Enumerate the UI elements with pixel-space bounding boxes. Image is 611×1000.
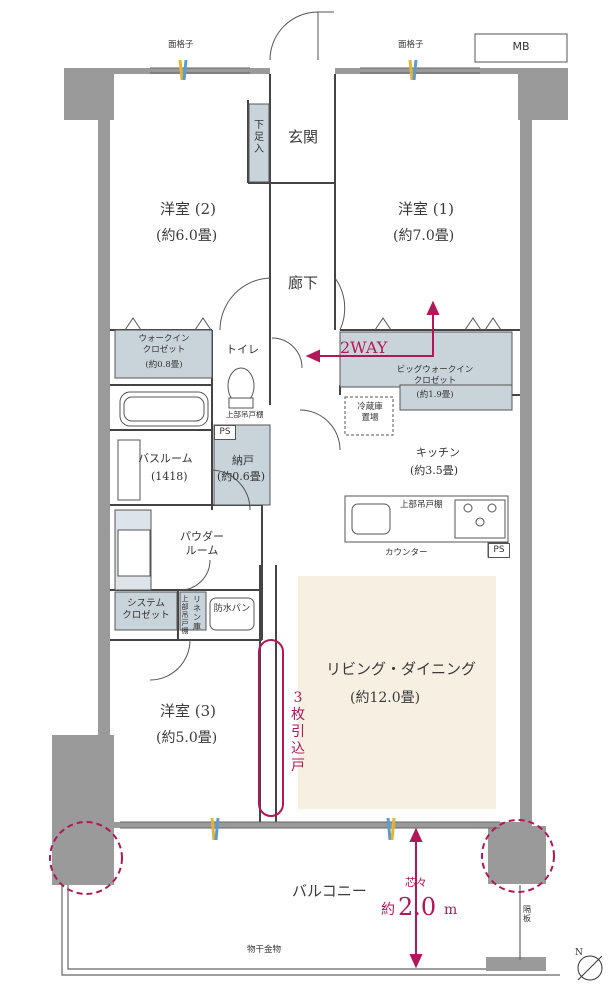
room1-name: 洋室 (1): [398, 200, 455, 218]
balcony-label: バルコニー: [292, 882, 367, 900]
door-swings: [149, 11, 346, 681]
fridge-label: 冷蔵庫 置場: [357, 402, 383, 423]
balcony-highlight-circles: [49, 819, 555, 895]
bathroom-size: (1418): [151, 470, 188, 483]
bouhan-label: 防水パン: [213, 604, 251, 614]
shitabako-label: 下足入: [254, 120, 264, 155]
system-closet-label: システム クロゼット: [122, 598, 170, 621]
monohoshi-label: 物干金物: [247, 945, 282, 955]
bigwic-name: ビッグウォークイン クロゼット: [396, 365, 474, 386]
kitchen-fixtures: [344, 396, 509, 558]
living-area: (約12.0畳): [350, 690, 421, 706]
mb-box: [474, 33, 568, 63]
walls: [52, 68, 568, 971]
depth-unit: m: [444, 902, 458, 918]
depth-arrow: [409, 827, 423, 969]
ps-box-2: PS: [488, 543, 510, 558]
sanitary-fixtures: [117, 367, 255, 631]
north-label: N: [575, 948, 583, 958]
powder-name: パウダー ルーム: [180, 530, 224, 557]
bigwic-area: (約1.9畳): [416, 390, 454, 400]
upper-shelf-left: 上部吊戸棚: [226, 410, 264, 419]
room1-area: (約7.0畳): [393, 228, 455, 244]
linen-label: リネン 庫: [193, 595, 201, 631]
mensashi-right-label: 面格子: [398, 40, 424, 50]
depth-prefix: 約: [381, 902, 395, 918]
storage-areas: [114, 103, 513, 631]
nando-area: (約0.6畳): [217, 470, 266, 483]
kitchen-name: キッチン: [416, 446, 460, 459]
depth-value: 2.0: [398, 893, 437, 921]
corridor-label: 廊下: [288, 274, 319, 292]
sliding-door-outline: [258, 639, 284, 817]
upper-shelf-linen: 上部吊戸棚: [181, 595, 189, 635]
nando-name: 納戸: [232, 454, 254, 467]
partition-label: 隔 板: [523, 905, 531, 923]
living-name: リビング・ダイニング: [326, 660, 477, 678]
north-arrow-icon: [577, 955, 603, 981]
vents: [178, 59, 418, 841]
room3-name: 洋室 (3): [160, 702, 217, 720]
balcony-railing: [61, 885, 560, 976]
mensashi-left-label: 面格子: [168, 40, 194, 50]
wic-area: (約0.8畳): [145, 360, 183, 370]
shinshin-label: 芯々: [405, 876, 427, 889]
kitchen-area: (約3.5畳): [410, 464, 459, 477]
wic-name: ウォークイン クロゼット: [138, 334, 190, 355]
sliding-door-label: 3 枚 引 込 戸: [291, 690, 305, 774]
genkan-label: 玄関: [288, 128, 319, 146]
room2-area: (約6.0畳): [156, 228, 218, 244]
room2-name: 洋室 (2): [160, 200, 217, 218]
ps-box-1: PS: [214, 425, 236, 440]
living-highlight: [298, 576, 496, 809]
mb-label: MB: [512, 40, 530, 53]
toilet-label: トイレ: [226, 343, 259, 356]
room3-area: (約5.0畳): [156, 730, 218, 746]
windows: [120, 67, 500, 829]
upper-shelf-kitchen: 上部吊戸棚: [400, 500, 443, 510]
closet-doors: [124, 317, 502, 331]
counter-label: カウンター: [385, 548, 428, 558]
bathroom-name: バスルーム: [138, 452, 193, 465]
twoway-label: 2WAY: [340, 338, 388, 357]
twoway-arrow: [305, 300, 440, 363]
